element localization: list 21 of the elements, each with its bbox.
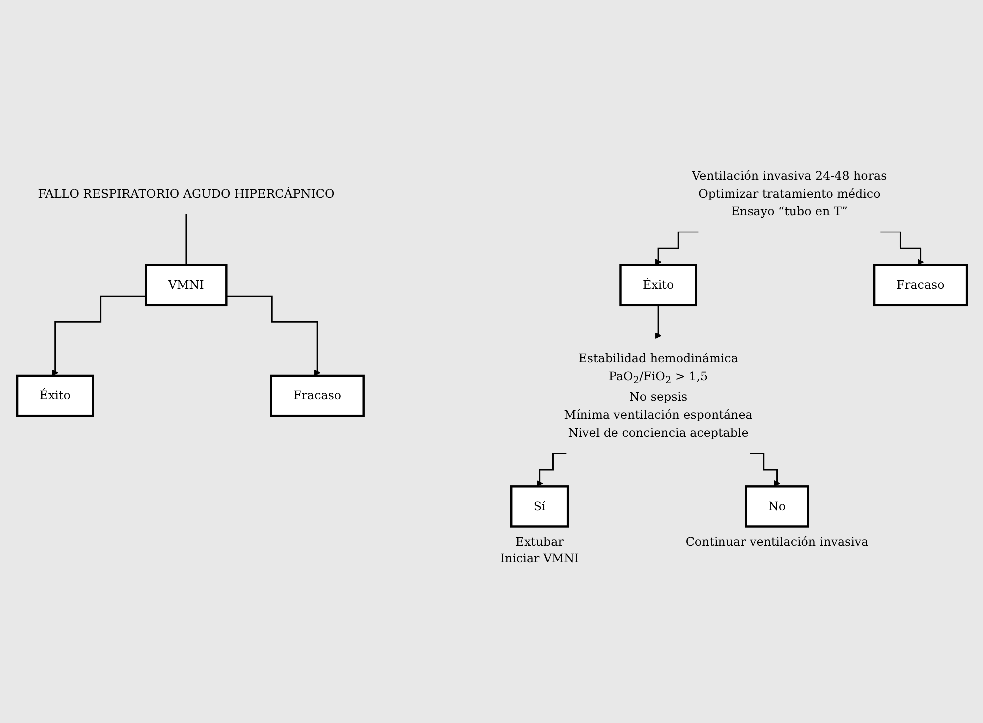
node-text: Ventilación invasiva 24-48 horas Optimizar tratamiento médico Ensayo “tubo en T” <box>692 168 888 219</box>
node-box: Fracaso <box>873 264 968 307</box>
node-box: Sí <box>510 486 570 528</box>
arrow <box>880 231 924 266</box>
connector <box>186 213 188 266</box>
arrow <box>655 304 662 340</box>
node-box: Fracaso <box>270 374 365 418</box>
outcome-note: Extubar <box>516 535 564 550</box>
outcome-note: Continuar ventilación invasiva <box>686 535 869 550</box>
arrow <box>52 296 146 376</box>
arrow <box>536 452 567 487</box>
node-box: VMNI <box>145 264 228 307</box>
outcome-note: Iniciar VMNI <box>500 551 580 566</box>
node-box: No <box>745 486 810 528</box>
arrow <box>750 452 781 487</box>
arrow <box>226 296 321 376</box>
node-text: Estabilidad hemodinámica PaO$_{2}$/FiO$_{2}$ > 1,5 No sepsis Mínima ventilación espontánea Nivel de conciencia aceptable <box>564 351 753 440</box>
node-box: Éxito <box>16 374 94 418</box>
node-text: FALLO RESPIRATORIO AGUDO HIPERCÁPNICO <box>38 186 335 201</box>
node-box: Éxito <box>620 264 698 307</box>
arrow <box>655 231 699 266</box>
